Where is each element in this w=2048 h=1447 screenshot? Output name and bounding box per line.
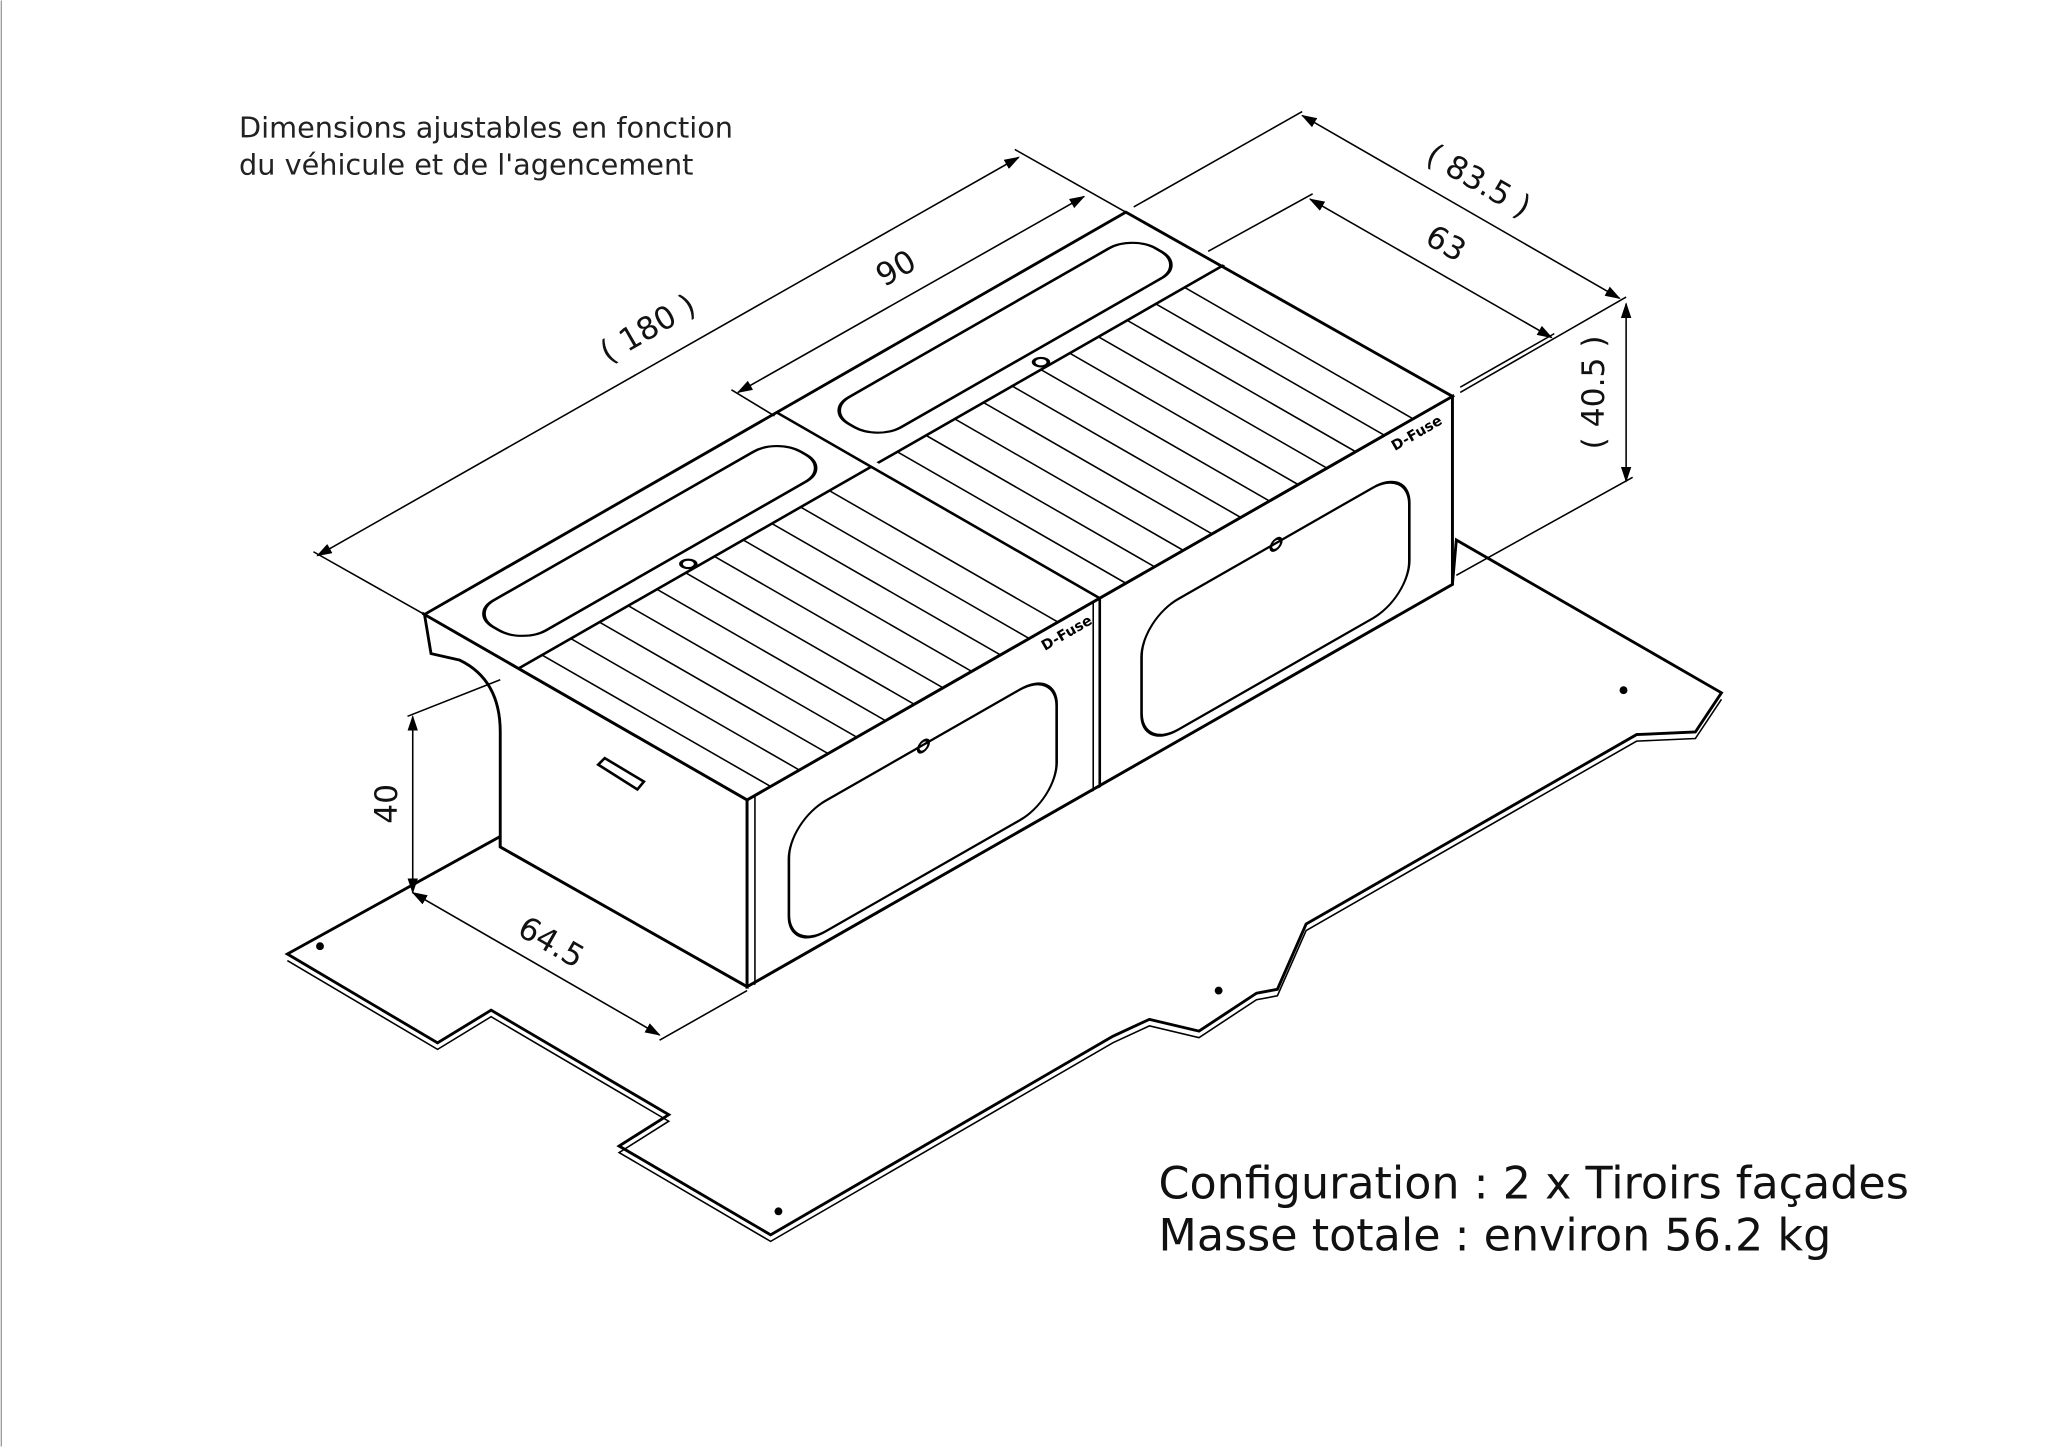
drawer-front-left[interactable] [787,669,1058,953]
adjustable-note: Dimensions ajustables en fonction du véh… [239,111,733,182]
dim-total-length: ( 180 ) [594,287,702,370]
dim-module-length: 90 [870,243,923,294]
dim-total-height: ( 40.5 ) [1576,335,1612,449]
note-line-2: du véhicule et de l'agencement [239,147,693,181]
drawer-front-right[interactable] [1140,467,1411,751]
configuration-text: Configuration : 2 x Tiroirs façades [1159,1158,1909,1209]
floor-plate [284,537,1724,1243]
specifications: Configuration : 2 x Tiroirs façades Mass… [1159,1158,1909,1261]
dim-height: 40 [369,784,405,824]
dim-module-depth: 63 [1419,218,1472,269]
handle-slot [596,756,646,792]
mass-text: Masse totale : environ 56.2 kg [1159,1211,1832,1262]
left-side-panel [422,611,749,990]
note-line-1: Dimensions ajustables en fonction [239,111,733,145]
dim-total-depth: ( 83.5 ) [1420,137,1537,225]
dimension-lines [313,110,1634,1041]
